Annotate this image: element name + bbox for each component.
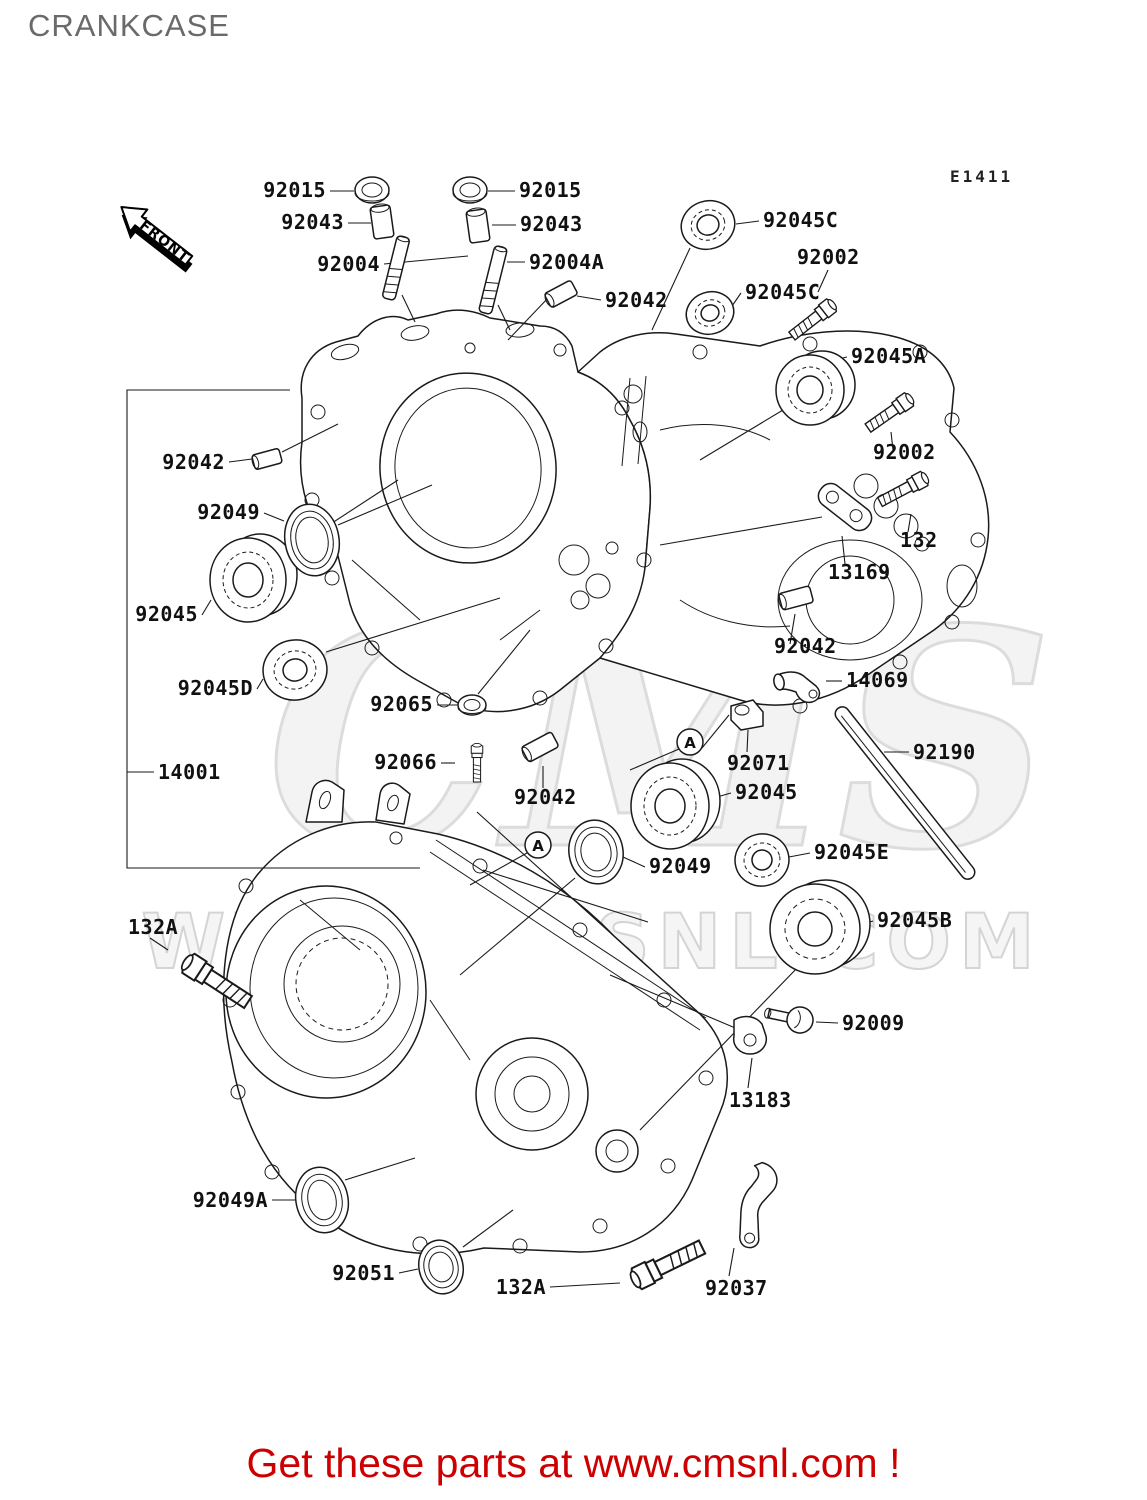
part-label-132a-bottom: 132A bbox=[496, 1275, 546, 1299]
part-label-92049a: 92049A bbox=[193, 1188, 268, 1212]
detail-marker-a-2: A bbox=[524, 831, 552, 859]
part-label-92190: 92190 bbox=[913, 740, 976, 764]
bearing-icon-92045c-top bbox=[680, 199, 736, 251]
part-label-92002-top: 92002 bbox=[797, 245, 860, 269]
stud-icon-92004a bbox=[478, 245, 508, 315]
part-label-92045a: 92045A bbox=[851, 344, 926, 368]
part-label-92045e: 92045E bbox=[814, 840, 889, 864]
part-label-92045-left: 92045 bbox=[135, 602, 198, 626]
bearing-icon-92045b bbox=[769, 879, 871, 975]
part-label-92071: 92071 bbox=[727, 751, 790, 775]
part-14001-bracket-lines bbox=[126, 389, 420, 869]
part-label-92009: 92009 bbox=[842, 1011, 905, 1035]
part-label-92049-center: 92049 bbox=[649, 854, 712, 878]
part-label-92045-center: 92045 bbox=[735, 780, 798, 804]
collar-icon-92043-left bbox=[369, 203, 395, 240]
part-label-92015-right: 92015 bbox=[519, 178, 582, 202]
part-labels: 92015 92043 92004 92015 92043 92004A 920… bbox=[128, 178, 976, 1300]
figure-code: E1411 bbox=[950, 167, 1013, 186]
nut-icon-92065 bbox=[457, 694, 487, 716]
part-label-14069: 14069 bbox=[846, 668, 909, 692]
part-label-92045b: 92045B bbox=[877, 908, 952, 932]
part-label-132a-left: 132A bbox=[128, 915, 178, 939]
part-label-14001: 14001 bbox=[158, 760, 221, 784]
clamp-icon-13183 bbox=[732, 1015, 768, 1055]
hook-icon-92037 bbox=[739, 1161, 778, 1249]
part-label-92066: 92066 bbox=[374, 750, 437, 774]
detail-marker-a-1: A bbox=[676, 728, 704, 756]
part-label-92045c-2: 92045C bbox=[745, 280, 820, 304]
part-label-13183: 13183 bbox=[729, 1088, 792, 1112]
page-title: CRANKCASE bbox=[28, 8, 230, 43]
part-label-92045c-top: 92045C bbox=[763, 208, 838, 232]
bearing-icon-92045d bbox=[262, 639, 328, 701]
part-label-13169: 13169 bbox=[828, 560, 891, 584]
collar-icon-92042-center bbox=[521, 731, 559, 763]
part-label-92045d: 92045D bbox=[178, 676, 253, 700]
collar-icon-92042-left bbox=[251, 448, 283, 470]
seal-icon-92051 bbox=[418, 1239, 464, 1295]
nut-icon-92015-left bbox=[354, 176, 390, 204]
collar-icon-92043-right bbox=[465, 207, 491, 244]
nut-icon-92015-right bbox=[452, 176, 488, 204]
front-arrow-label: FRONT bbox=[136, 218, 192, 267]
part-label-92043-left: 92043 bbox=[281, 210, 344, 234]
part-label-92042-left: 92042 bbox=[162, 450, 225, 474]
part-label-92042-center: 92042 bbox=[514, 785, 577, 809]
detail-marker-a-2-label: A bbox=[532, 837, 544, 855]
seal-icon-92049a bbox=[294, 1166, 350, 1234]
part-label-92065: 92065 bbox=[370, 692, 433, 716]
part-label-92037: 92037 bbox=[705, 1276, 768, 1300]
part-label-92042-top: 92042 bbox=[605, 288, 668, 312]
part-label-132: 132 bbox=[900, 528, 938, 552]
part-label-92049-left: 92049 bbox=[197, 500, 260, 524]
part-label-92043-right: 92043 bbox=[520, 212, 583, 236]
fitting-icon-14069 bbox=[773, 671, 821, 704]
detail-marker-a-1-label: A bbox=[684, 734, 696, 752]
part-label-92042-right: 92042 bbox=[774, 634, 837, 658]
seal-icon-92049-left bbox=[283, 503, 341, 577]
part-label-92051: 92051 bbox=[332, 1261, 395, 1285]
stud-icon-92004 bbox=[382, 235, 410, 301]
bolt-icon-132a-bottom bbox=[626, 1235, 709, 1293]
part-label-92004a: 92004A bbox=[529, 250, 604, 274]
collar-icon-92042-right bbox=[778, 585, 814, 611]
bolt-icon-92066 bbox=[470, 742, 484, 783]
rod-icon-92190 bbox=[834, 706, 976, 880]
bearing-icon-92045a bbox=[775, 350, 856, 426]
bearing-icon-92045-left bbox=[209, 533, 298, 623]
block-icon-92071 bbox=[730, 699, 764, 731]
part-label-92004: 92004 bbox=[317, 252, 380, 276]
part-label-92015-left: 92015 bbox=[263, 178, 326, 202]
leader-lines bbox=[149, 190, 912, 1288]
crankcase-lower-half-drawing bbox=[222, 779, 728, 1255]
front-direction-arrow: FRONT bbox=[120, 206, 194, 273]
screw-icon-92009 bbox=[764, 1006, 814, 1034]
bearing-icon-92045e bbox=[734, 833, 790, 887]
part-label-92002-2: 92002 bbox=[873, 440, 936, 464]
crankcase-upper-half-drawing bbox=[299, 309, 990, 714]
bracket-icon-13169 bbox=[817, 482, 873, 532]
collar-icon-92042-top bbox=[544, 280, 578, 308]
seal-icon-92049-center bbox=[568, 819, 624, 885]
footer-shop-link[interactable]: Get these parts at www.cmsnl.com ! bbox=[246, 1440, 901, 1486]
bearing-icon-92045c-second bbox=[685, 290, 735, 336]
bearing-icon-92045-center bbox=[630, 758, 721, 850]
